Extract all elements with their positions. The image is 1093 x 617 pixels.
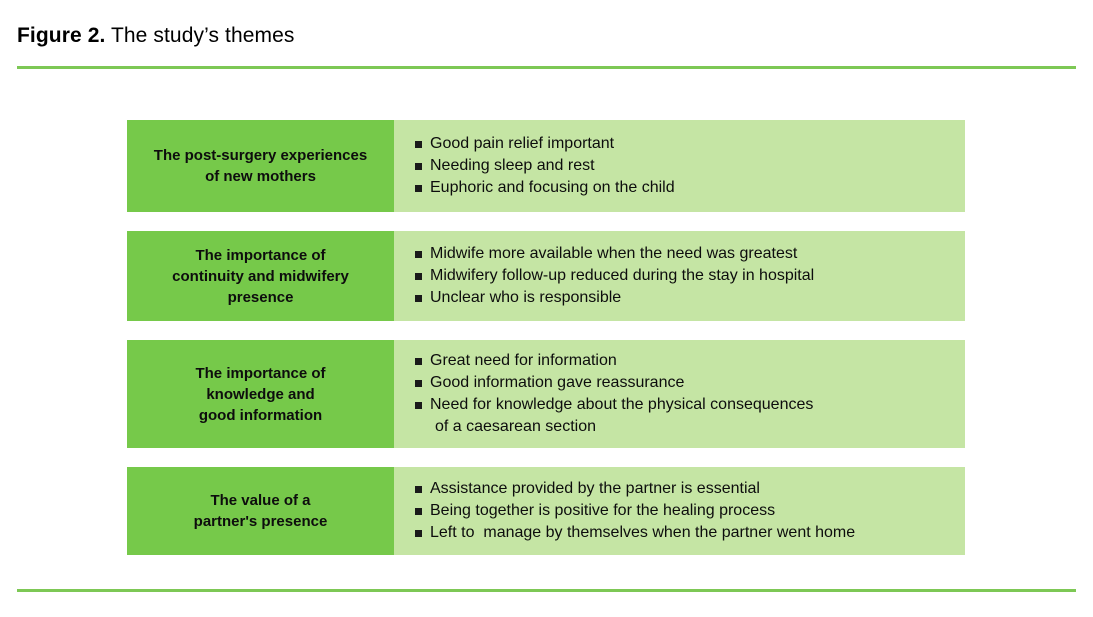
list-item: Needing sleep and rest: [414, 155, 953, 177]
figure-label: Figure 2.: [17, 24, 106, 47]
list-item: Unclear who is responsible: [414, 287, 953, 309]
point-text: Need for knowledge about the physical co…: [430, 396, 814, 413]
list-item: Midwifery follow-up reduced during the s…: [414, 265, 953, 287]
list-item: Need for knowledge about the physical co…: [414, 394, 953, 438]
list-item: Assistance provided by the partner is es…: [414, 478, 953, 500]
point-text: Great need for information: [430, 352, 617, 369]
point-text: Euphoric and focusing on the child: [430, 179, 675, 196]
point-text: Left to manage by themselves when the pa…: [430, 524, 856, 541]
point-text: Good pain relief important: [430, 135, 615, 152]
list-item: Left to manage by themselves when the pa…: [414, 522, 953, 544]
point-text: Unclear who is responsible: [430, 289, 622, 306]
figure-caption: The study’s themes: [105, 24, 295, 47]
theme-points-cell: Good pain relief important Needing sleep…: [394, 120, 965, 212]
list-item: Good pain relief important: [414, 133, 953, 155]
point-text: Midwife more available when the need was…: [430, 245, 798, 262]
points-list: Assistance provided by the partner is es…: [414, 478, 953, 544]
theme-points-cell: Assistance provided by the partner is es…: [394, 467, 965, 555]
point-text: Needing sleep and rest: [430, 157, 595, 174]
list-item: Midwife more available when the need was…: [414, 243, 953, 265]
points-list: Midwife more available when the need was…: [414, 243, 953, 309]
theme-points-cell: Midwife more available when the need was…: [394, 231, 965, 321]
points-list: Great need for information Good informat…: [414, 350, 953, 438]
list-item: Good information gave reassurance: [414, 372, 953, 394]
point-text: Midwifery follow-up reduced during the s…: [430, 267, 815, 284]
divider-rule-top: [17, 66, 1076, 69]
point-text: Assistance provided by the partner is es…: [430, 480, 760, 497]
point-text-continuation: of a caesarean section: [435, 418, 596, 435]
list-item: Great need for information: [414, 350, 953, 372]
list-item: Euphoric and focusing on the child: [414, 177, 953, 199]
point-text: Good information gave reassurance: [430, 374, 685, 391]
theme-points-cell: Great need for information Good informat…: [394, 340, 965, 448]
points-list: Good pain relief important Needing sleep…: [414, 133, 953, 199]
point-text: Being together is positive for the heali…: [430, 502, 776, 519]
figure-title: Figure 2. The study’s themes: [17, 22, 294, 50]
divider-rule-bottom: [17, 589, 1076, 592]
list-item: Being together is positive for the heali…: [414, 500, 953, 522]
